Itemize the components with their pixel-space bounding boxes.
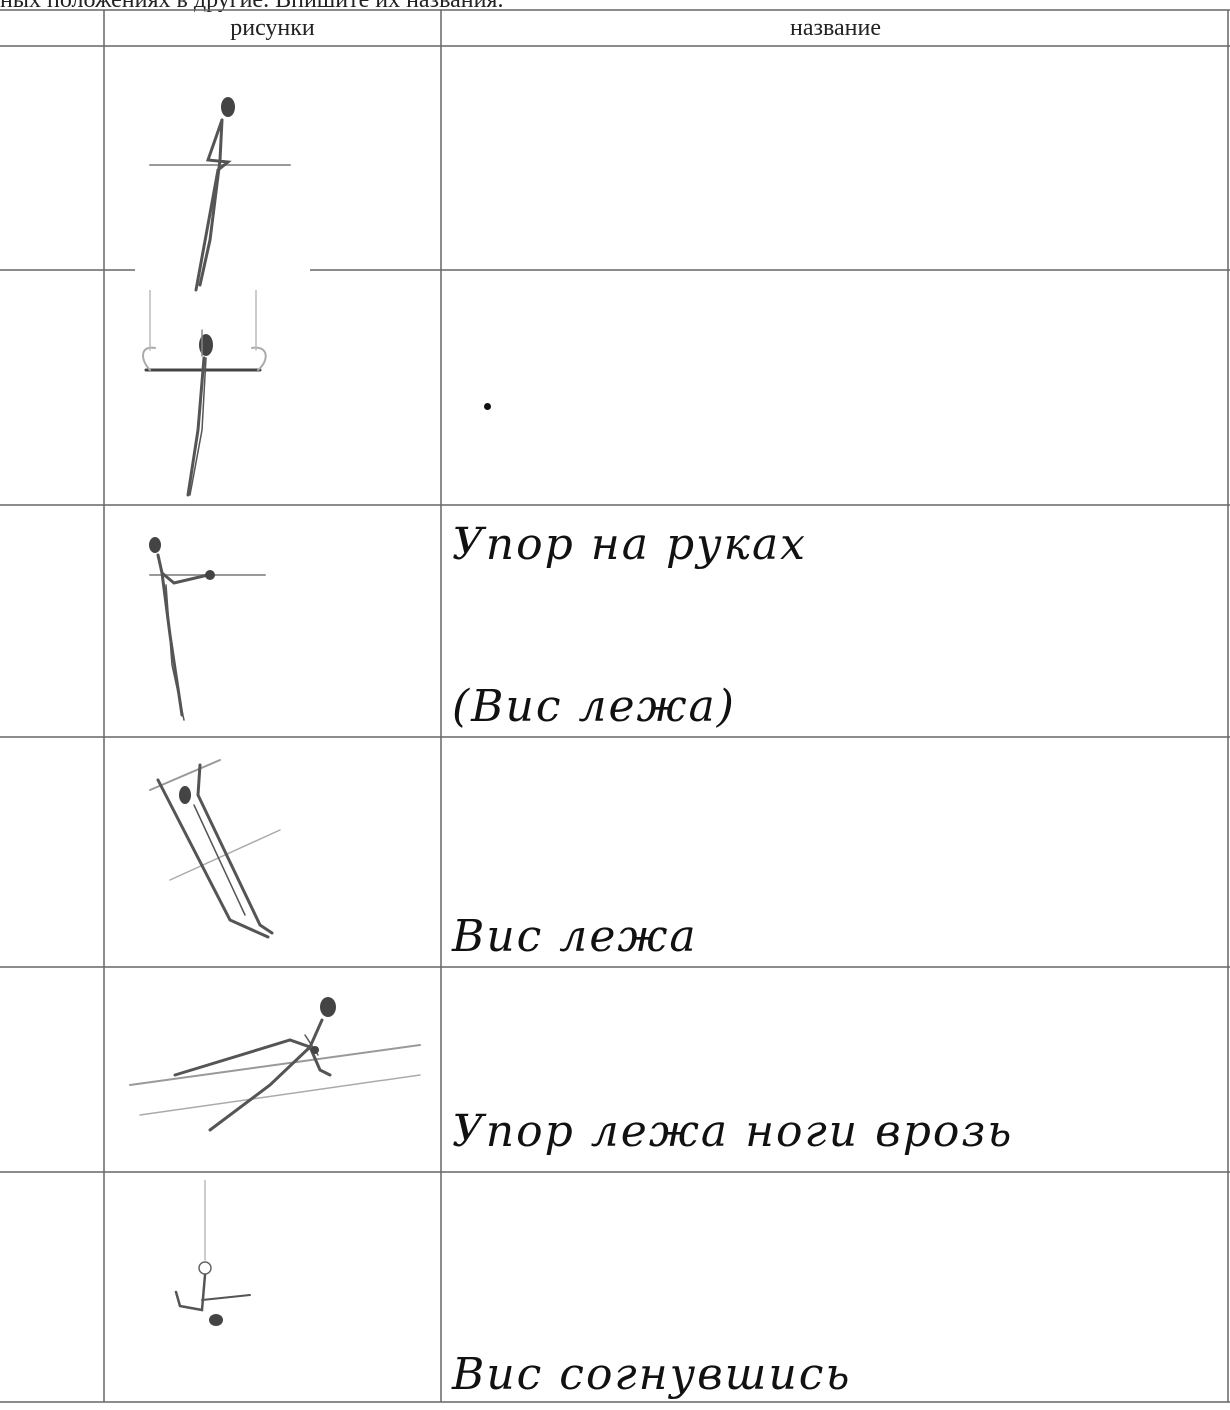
header-figures: рисунки [230, 15, 315, 41]
answer-extra-row-3: (Вис лежа) [452, 681, 736, 732]
gymnast-stick-figure-icon [110, 1180, 435, 1400]
gymnast-stick-figure-icon [110, 60, 435, 300]
stray-dot-mark [484, 403, 491, 410]
gymnast-stick-figure-icon [110, 975, 435, 1170]
answer-text-row-4: Вис лежа [452, 911, 698, 962]
header-name: название [790, 15, 881, 41]
gymnast-stick-figure-icon [110, 290, 435, 500]
gymnast-stick-figure-icon [110, 525, 435, 730]
gymnast-stick-figure-icon [110, 745, 435, 945]
answer-text-row-5: Упор лежа ноги врозь [452, 1106, 1014, 1157]
answer-text-row-3: Упор на руках [452, 519, 807, 570]
answer-text-row-6: Вис согнувшись [452, 1349, 852, 1400]
